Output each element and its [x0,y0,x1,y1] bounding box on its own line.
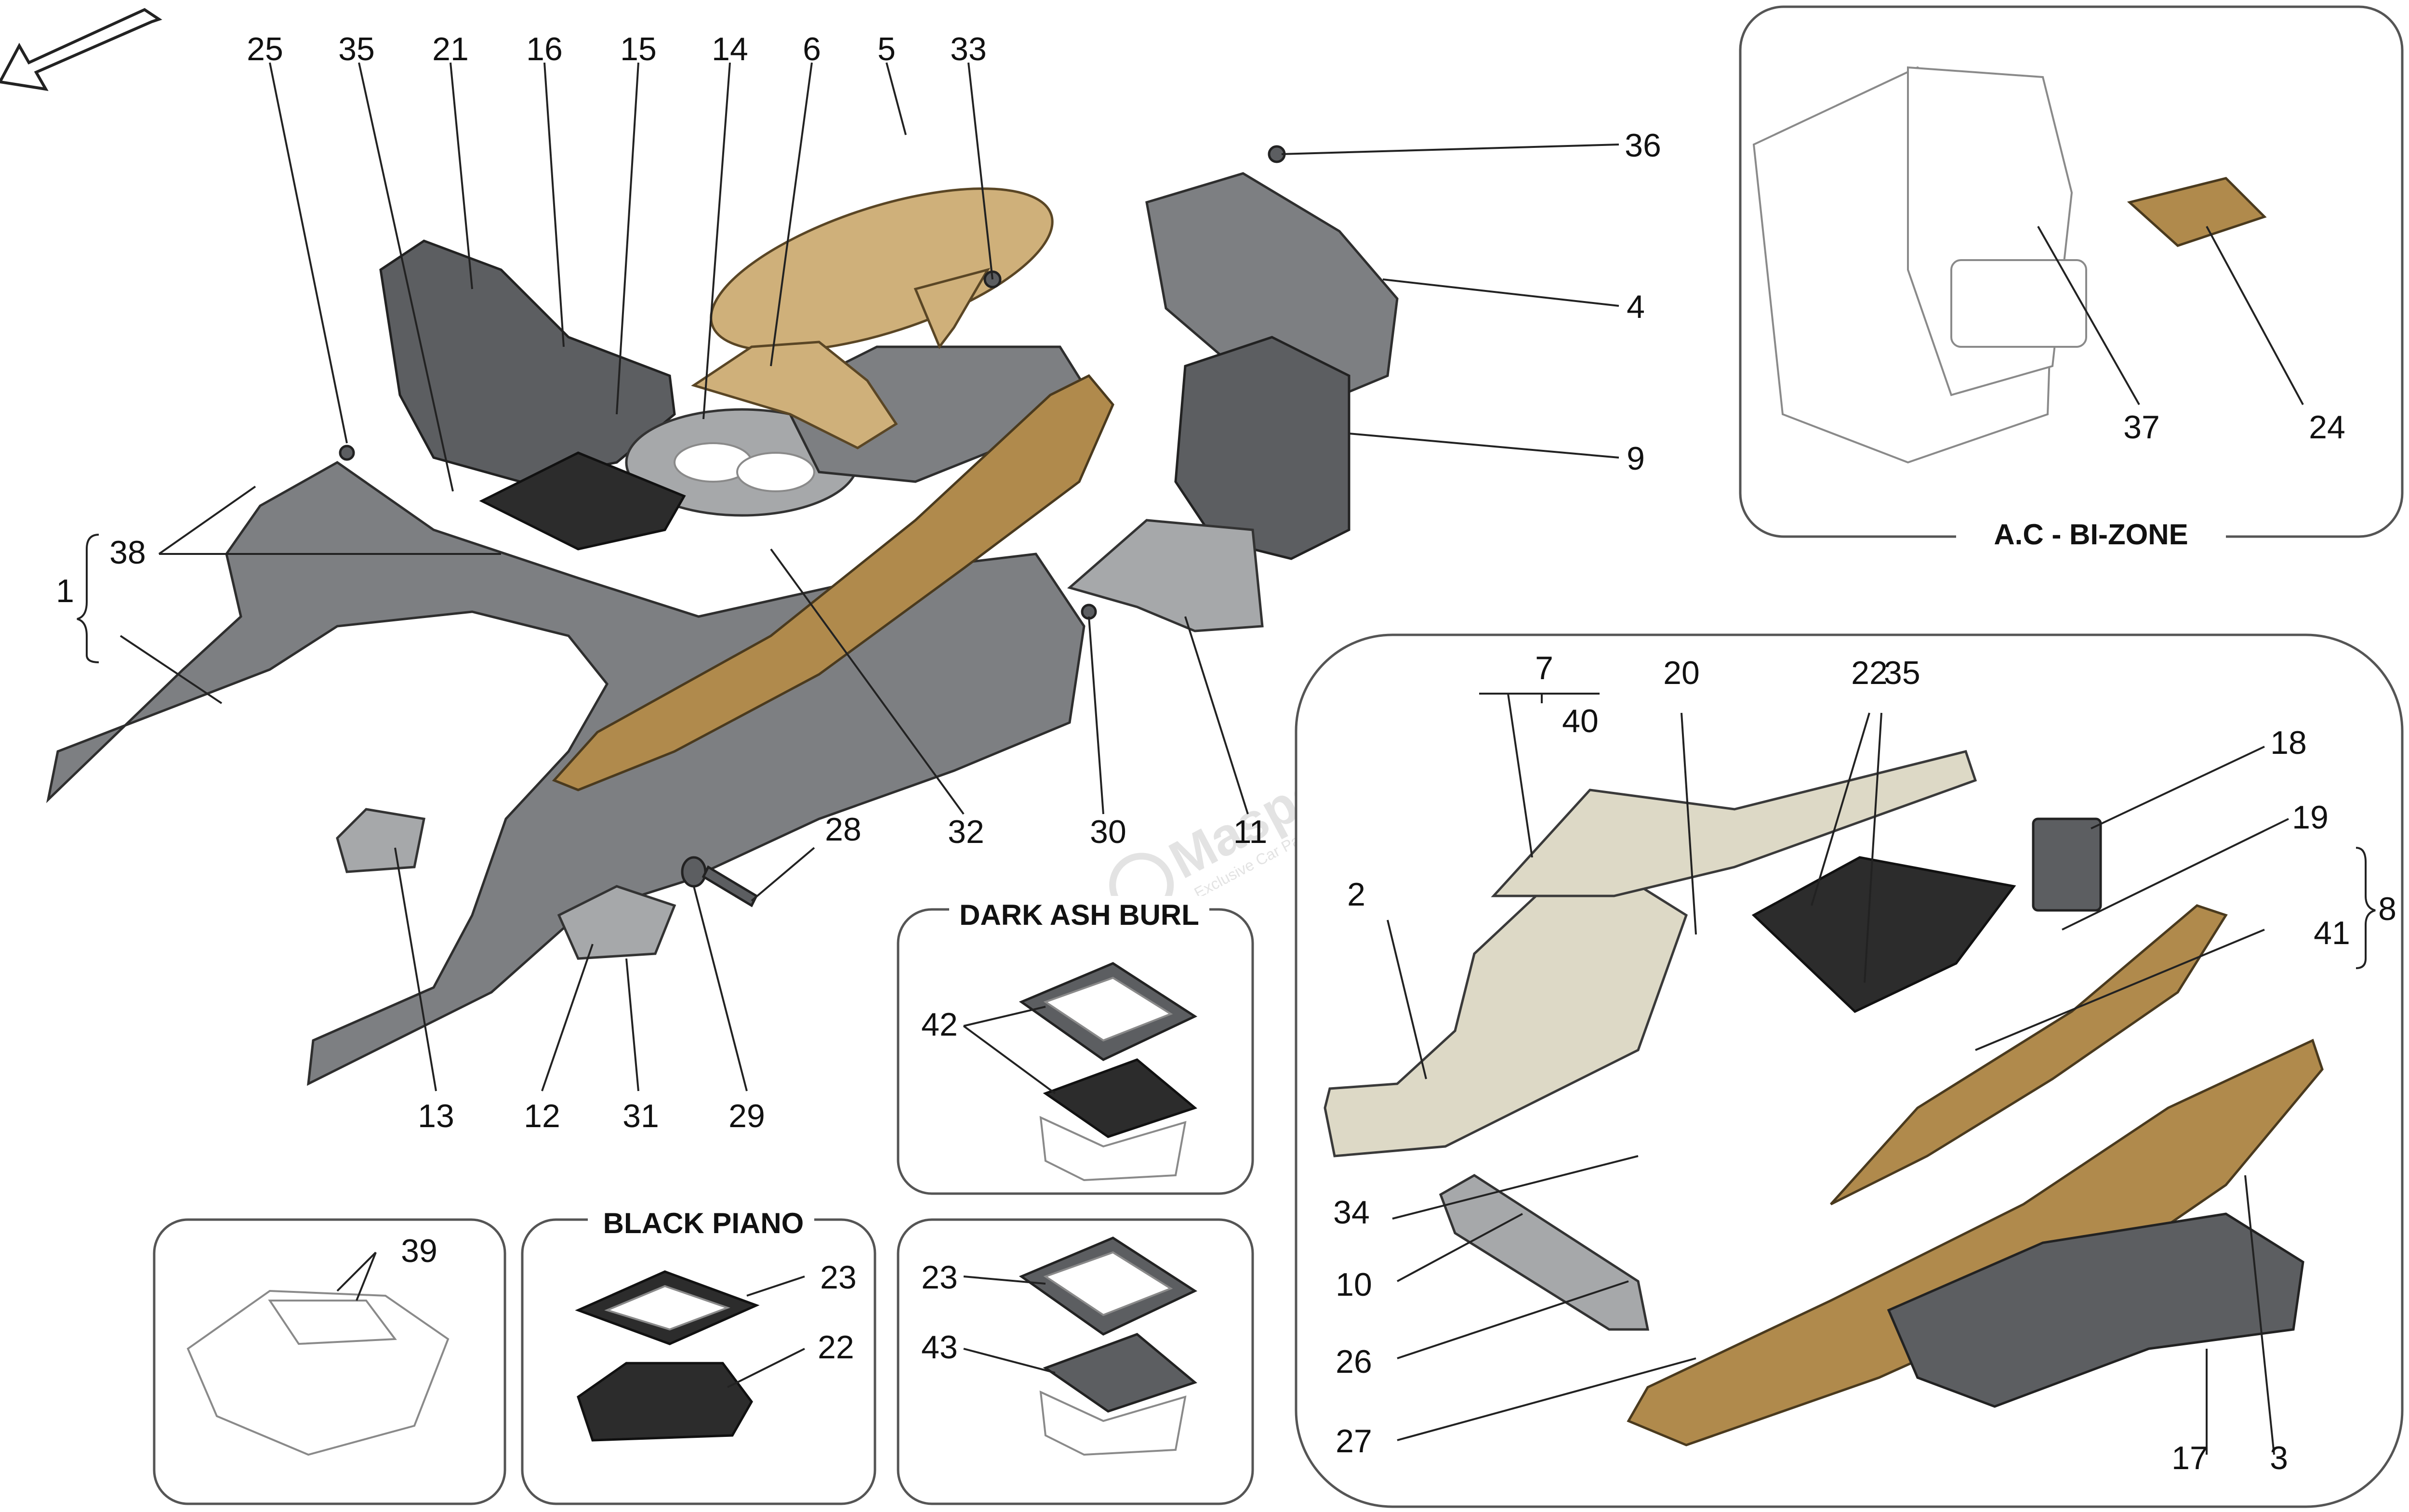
callout-37: 37 [2123,409,2160,446]
panel-detail-assembly [1295,633,2404,1508]
callout-35a: 35 [338,31,375,67]
callout-21: 21 [432,31,469,67]
callout-30: 30 [1090,814,1126,850]
callout-40: 40 [1562,703,1599,739]
part-armrest [710,187,1054,352]
callout-3: 3 [2270,1440,2288,1476]
callout-18: 18 [2270,724,2307,761]
part-bottom-bracket [1067,519,1264,632]
part-rear-support [1174,336,1350,560]
panel-black-piano: BLACK PIANO [521,1204,876,1505]
callout-41: 41 [2314,915,2350,951]
leader-lines [77,62,2376,1455]
part-screw-28 [702,865,758,907]
callout-43: 43 [921,1329,958,1366]
part-screw-30 [1081,604,1097,620]
panel-title-dark-ash-burl: DARK ASH BURL [959,899,1199,931]
part-vent-24 [2127,177,2267,247]
panel-ac-bi-zone: A.C - BI-ZONE [1739,5,2404,554]
part-side-trim [552,374,1114,791]
callout-19: 19 [2292,799,2329,836]
part-tan-trim-3 [1627,1039,2324,1446]
callout-12: 12 [524,1098,560,1134]
callout-27: 27 [1336,1423,1372,1459]
part-bracket-10 [1439,1174,1650,1331]
part-bracket-13 [336,808,425,873]
callout-29: 29 [728,1098,765,1134]
callout-33: 33 [950,31,987,67]
part-tan-trim-8 [1830,904,2228,1206]
callout-numbers: 25 35 21 16 15 14 6 5 33 36 4 9 37 24 38… [56,31,2396,1476]
callout-20: 20 [1663,655,1700,691]
part-rear-structure [379,239,676,483]
part-module-18 [2032,817,2102,912]
callout-26: 26 [1336,1343,1372,1380]
panel-variant-43 [897,1218,1254,1505]
callout-5: 5 [877,31,896,67]
callout-39: 39 [401,1233,437,1269]
direction-arrow-icon [0,8,162,91]
part-rear-panel [1145,172,1399,401]
callout-22b: 22 [1851,655,1888,691]
part-cup-unit-22 [1751,856,2016,1013]
callout-35b: 35 [1884,655,1920,691]
part-screw-25 [339,445,355,461]
callout-23a: 23 [820,1259,857,1296]
part-armrest-hinge [691,341,898,449]
callout-7: 7 [1535,650,1553,686]
part-grommet-29 [681,856,707,888]
panel-dark-ash-burl: DARK ASH BURL [897,896,1254,1195]
callout-28: 28 [825,811,861,848]
panel-bare-frame [153,1218,506,1505]
callout-8: 8 [2378,891,2396,927]
part-base-17 [1887,1212,2304,1408]
callout-4: 4 [1627,289,1645,325]
callout-34: 34 [1333,1194,1370,1231]
callout-17: 17 [2171,1440,2208,1476]
callout-25: 25 [247,31,283,67]
callout-2: 2 [1347,876,1365,913]
callout-24: 24 [2309,409,2345,446]
part-filter-grille [479,451,686,551]
callout-15: 15 [620,31,657,67]
callout-32: 32 [948,814,984,850]
callout-6: 6 [803,31,821,67]
callout-10: 10 [1336,1266,1372,1303]
callout-9: 9 [1627,440,1645,477]
callout-38: 38 [109,534,146,571]
callout-23b: 23 [921,1259,958,1296]
callout-31: 31 [622,1098,659,1134]
panel-title-black-piano: BLACK PIANO [603,1207,804,1239]
callout-42: 42 [921,1006,958,1043]
main-console-assembly [46,145,1399,1086]
part-top-trim-7 [1491,750,1977,897]
part-bracket-12 [557,885,676,960]
panel-title-ac-bi-zone: A.C - BI-ZONE [1994,518,2188,551]
callout-22a: 22 [818,1329,854,1366]
callout-11: 11 [1233,814,1268,850]
callout-16: 16 [526,31,563,67]
callout-14: 14 [712,31,748,67]
callout-36: 36 [1625,127,1661,164]
callout-1: 1 [56,573,74,609]
callout-13: 13 [418,1098,454,1134]
